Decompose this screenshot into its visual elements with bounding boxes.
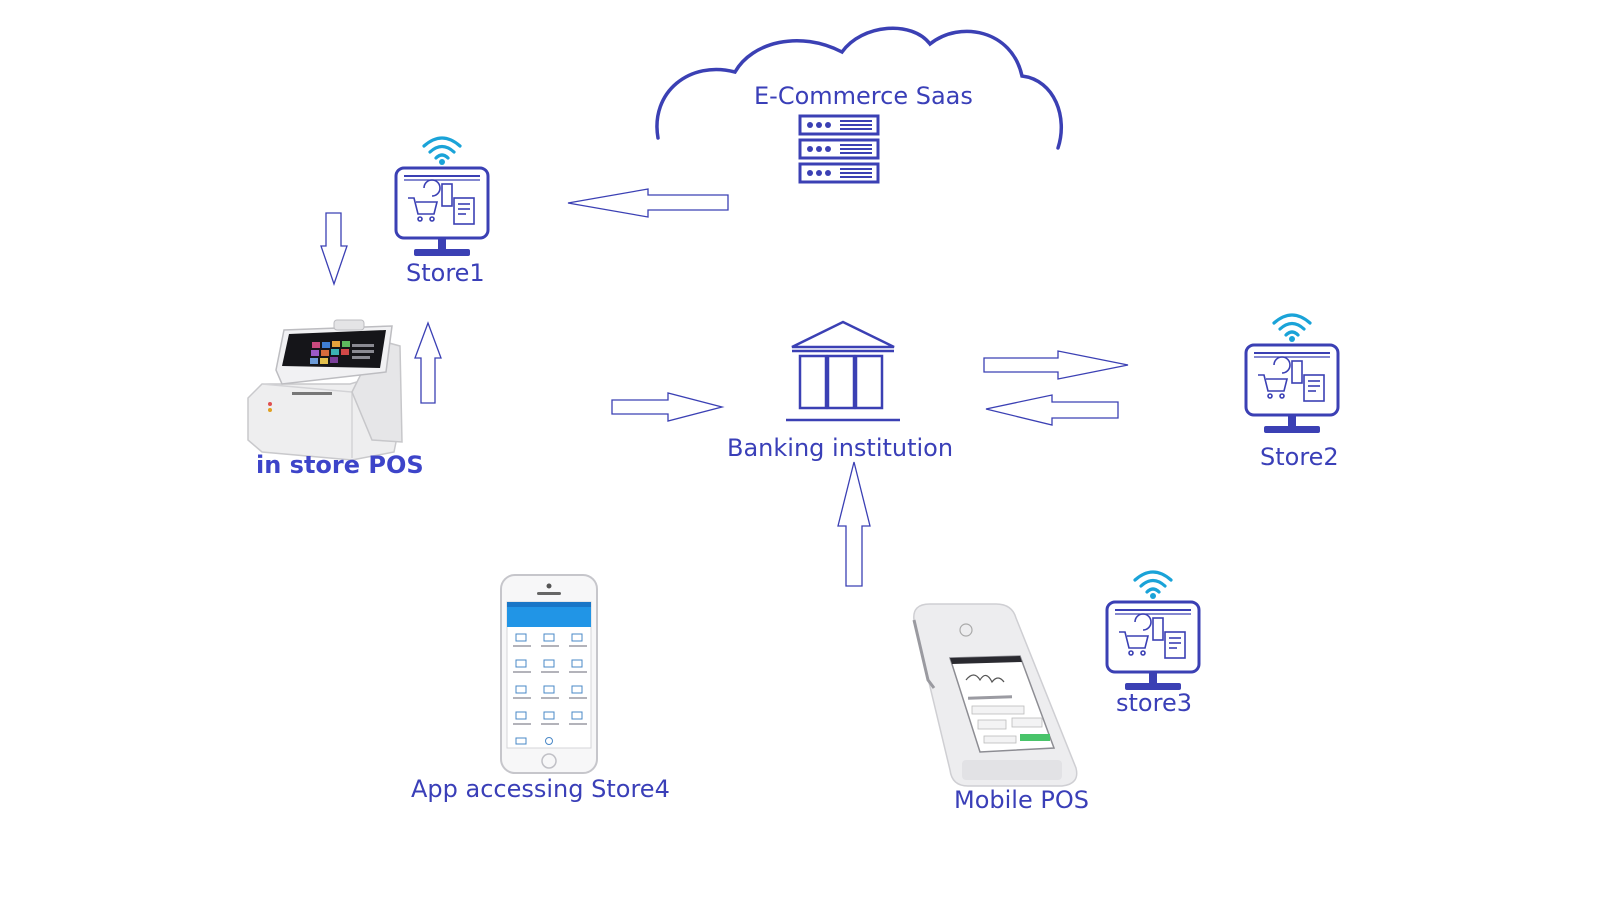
arrow-bank-to-store2: [983, 350, 1129, 380]
bank-building-icon: [786, 320, 900, 422]
handheld-terminal-icon: [912, 603, 1078, 787]
arrow-cloud-to-store1: [567, 188, 729, 218]
pos-label: in store POS: [256, 451, 424, 479]
pos-screen-tiles: [310, 341, 374, 364]
pos-terminal-icon: [247, 319, 403, 461]
server-lights: [807, 122, 831, 176]
arrow-store1-to-pos: [320, 212, 348, 287]
cloud-label: E-Commerce Saas: [754, 82, 973, 110]
server-vents: [840, 120, 872, 178]
store1-monitor-icon: [394, 136, 490, 258]
store1-label: Store1: [406, 259, 485, 287]
phone-menu-grid: [515, 633, 583, 745]
store2-label: Store2: [1260, 443, 1339, 471]
app-label: App accessing Store4: [411, 775, 670, 803]
arrow-pos-to-store1: [414, 321, 442, 404]
arrow-store2-to-bank: [985, 394, 1119, 426]
mobile-pos-label: Mobile POS: [954, 786, 1089, 814]
arrow-pos-to-bank: [611, 392, 725, 422]
cloud-shape: [655, 26, 1063, 150]
store2-monitor-icon: [1244, 313, 1340, 435]
bank-label: Banking institution: [727, 434, 954, 462]
arrow-mobilepos-to-bank: [837, 461, 871, 587]
smartphone-icon: [500, 574, 598, 774]
store3-label: store3: [1116, 689, 1192, 717]
store3-monitor-icon: [1105, 570, 1201, 692]
